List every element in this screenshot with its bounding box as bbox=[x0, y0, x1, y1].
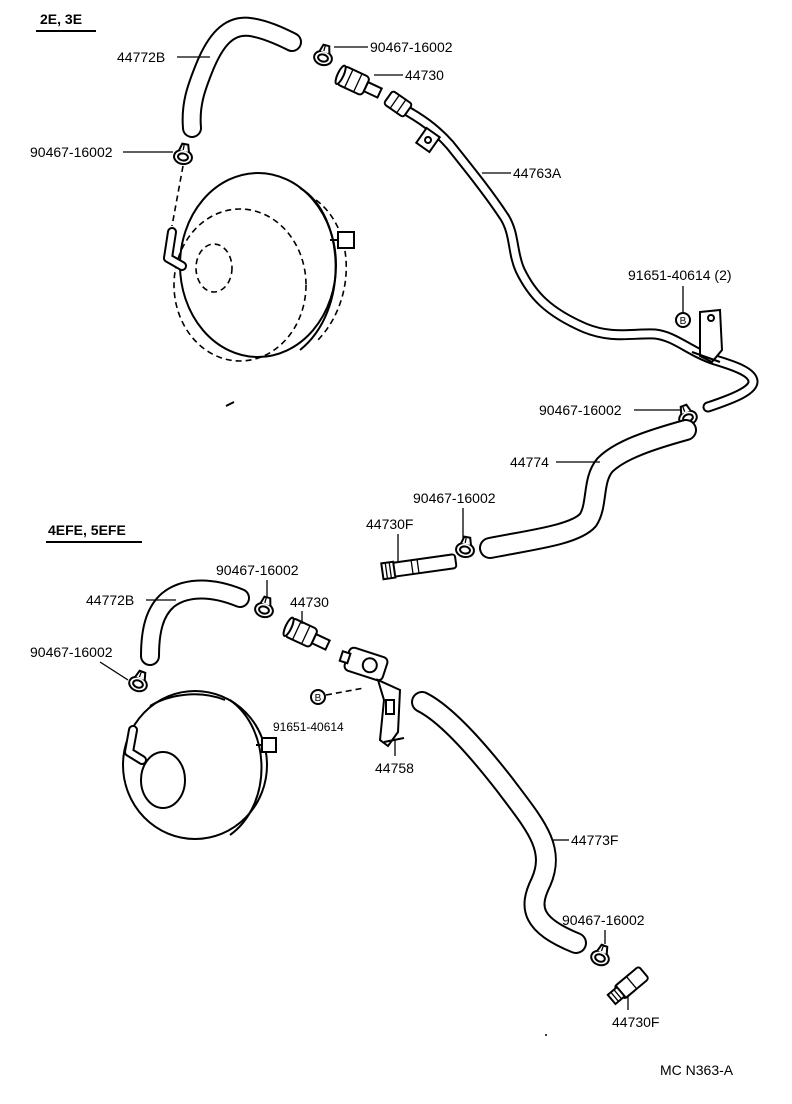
lower-heading: 4EFE, 5EFE bbox=[46, 522, 142, 543]
upper-variant: 2E, 3E bbox=[30, 11, 759, 581]
upper-pipe-tab bbox=[414, 126, 442, 154]
label-lower-bracket: 44758 bbox=[375, 760, 414, 776]
upper-bolt-marker: B bbox=[680, 316, 687, 327]
lower-hose-clamp-b bbox=[126, 667, 152, 695]
callout-lower-fitting: 44730F bbox=[612, 996, 659, 1030]
callout-lower-hose-b: 44773F bbox=[553, 832, 618, 848]
callout-upper-hose-b: 44774 bbox=[510, 454, 600, 470]
upper-union-fitting bbox=[380, 553, 458, 581]
upper-heading-text: 2E, 3E bbox=[40, 11, 82, 27]
callout-upper-fitting: 44730F bbox=[366, 516, 413, 563]
upper-hose-clamp-d bbox=[453, 534, 478, 560]
label-upper-clamp-a: 90467-16002 bbox=[370, 39, 453, 55]
lower-vacuum-hose-b bbox=[411, 691, 587, 954]
callout-upper-clamp-c: 90467-16002 bbox=[539, 402, 680, 418]
lower-check-valve bbox=[282, 616, 332, 651]
label-lower-fitting: 44730F bbox=[612, 1014, 659, 1030]
callout-upper-valve: 44730 bbox=[374, 67, 444, 83]
label-lower-hose-a: 44772B bbox=[86, 592, 134, 608]
label-lower-clamp-a: 90467-16002 bbox=[216, 562, 299, 578]
lower-hose-clamp-a bbox=[252, 594, 278, 621]
label-lower-valve: 44730 bbox=[290, 594, 329, 610]
lower-heading-text: 4EFE, 5EFE bbox=[48, 522, 126, 538]
upper-vacuum-pipe bbox=[383, 90, 759, 413]
callout-upper-hose-a: 44772B bbox=[117, 49, 210, 65]
lower-valve-bracket bbox=[338, 646, 405, 748]
label-lower-clamp-b: 90467-16002 bbox=[30, 644, 113, 660]
label-lower-clamp-c: 90467-16002 bbox=[562, 912, 645, 928]
callout-lower-clamp-b: 90467-16002 bbox=[30, 644, 129, 681]
lower-union-fitting bbox=[606, 966, 649, 1006]
stray-dot bbox=[545, 1034, 547, 1036]
callout-lower-valve: 44730 bbox=[290, 594, 329, 624]
upper-heading: 2E, 3E bbox=[36, 11, 96, 32]
upper-check-valve bbox=[334, 64, 384, 99]
label-upper-hose-b: 44774 bbox=[510, 454, 549, 470]
label-upper-fitting: 44730F bbox=[366, 516, 413, 532]
callout-lower-clamp-a: 90467-16002 bbox=[216, 562, 299, 598]
label-lower-hose-b: 44773F bbox=[571, 832, 618, 848]
callout-lower-clamp-c: 90467-16002 bbox=[562, 912, 645, 944]
upper-tick-mark bbox=[225, 401, 235, 407]
upper-brake-booster bbox=[163, 165, 355, 362]
label-upper-clamp-c: 90467-16002 bbox=[539, 402, 622, 418]
upper-vacuum-hose-a bbox=[181, 16, 302, 138]
callout-upper-pipe: 44763A bbox=[482, 165, 562, 181]
callout-lower-hose-a: 44772B bbox=[86, 592, 176, 608]
drawing-code: MC N363-A bbox=[660, 1062, 734, 1078]
upper-hose-clamp-b bbox=[171, 141, 196, 167]
lower-bolt-marker-circle bbox=[310, 689, 326, 705]
label-upper-pipe: 44763A bbox=[513, 165, 562, 181]
upper-pipe-connector bbox=[383, 90, 413, 118]
label-lower-bolt: 91651-40614 bbox=[273, 720, 344, 734]
upper-clamp-guide bbox=[171, 165, 184, 227]
callout-lower-bracket: 44758 bbox=[375, 740, 414, 776]
upper-bolt-marker-circle bbox=[675, 312, 691, 328]
label-upper-clamp-d: 90467-16002 bbox=[413, 490, 496, 506]
callout-upper-clamp-a: 90467-16002 bbox=[334, 39, 453, 55]
upper-vacuum-hose-b bbox=[479, 419, 697, 559]
lower-booster-nipple bbox=[124, 725, 147, 765]
upper-pipe-bracket bbox=[691, 308, 724, 364]
label-upper-clamp-b: 90467-16002 bbox=[30, 144, 113, 160]
callout-upper-clamp-d: 90467-16002 bbox=[413, 490, 496, 538]
lower-brake-booster bbox=[122, 690, 277, 840]
label-upper-bolt: 91651-40614 (2) bbox=[628, 267, 732, 283]
lower-variant: 4EFE, 5EFE bbox=[30, 522, 659, 1030]
lower-bolt-marker: B bbox=[315, 693, 322, 704]
label-upper-hose-a: 44772B bbox=[117, 49, 165, 65]
lower-bolt-guide bbox=[325, 687, 365, 696]
callout-upper-clamp-b: 90467-16002 bbox=[30, 144, 173, 160]
callout-upper-bolt: 91651-40614 (2) B bbox=[628, 267, 732, 328]
callout-lower-bolt: B 91651-40614 bbox=[273, 687, 365, 734]
lower-hose-clamp-c bbox=[588, 941, 614, 969]
upper-booster-nipple bbox=[163, 227, 187, 271]
upper-hose-clamp-a bbox=[311, 42, 337, 69]
label-upper-valve: 44730 bbox=[405, 67, 444, 83]
